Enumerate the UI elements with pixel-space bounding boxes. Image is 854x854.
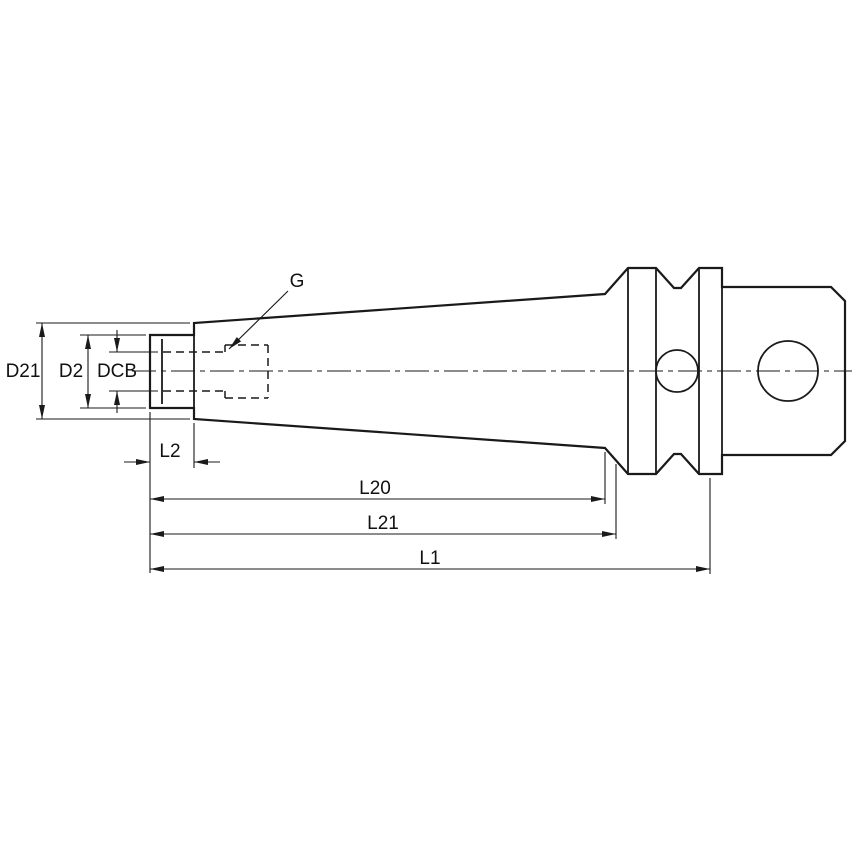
dimension-lines	[39, 290, 710, 572]
dim-label-g: G	[290, 271, 305, 292]
shank-hole	[757, 340, 819, 402]
dim-label-d21: D21	[6, 361, 41, 382]
body-silhouette	[148, 266, 847, 476]
dim-label-l21: L21	[367, 513, 399, 534]
leader-line-g	[228, 290, 289, 350]
dim-label-l2: L2	[159, 441, 180, 462]
flange-groove-hole	[655, 349, 699, 393]
dim-label-l1: L1	[419, 548, 440, 569]
dim-label-d2: D2	[59, 361, 83, 382]
tool-holder-outline	[148, 266, 847, 476]
dimension-labels: D21 D2 DCB G L2 L20 L21 L1	[6, 271, 441, 569]
dim-label-dcb: DCB	[97, 361, 137, 382]
extension-lines	[36, 322, 711, 574]
dim-label-l20: L20	[359, 478, 391, 499]
